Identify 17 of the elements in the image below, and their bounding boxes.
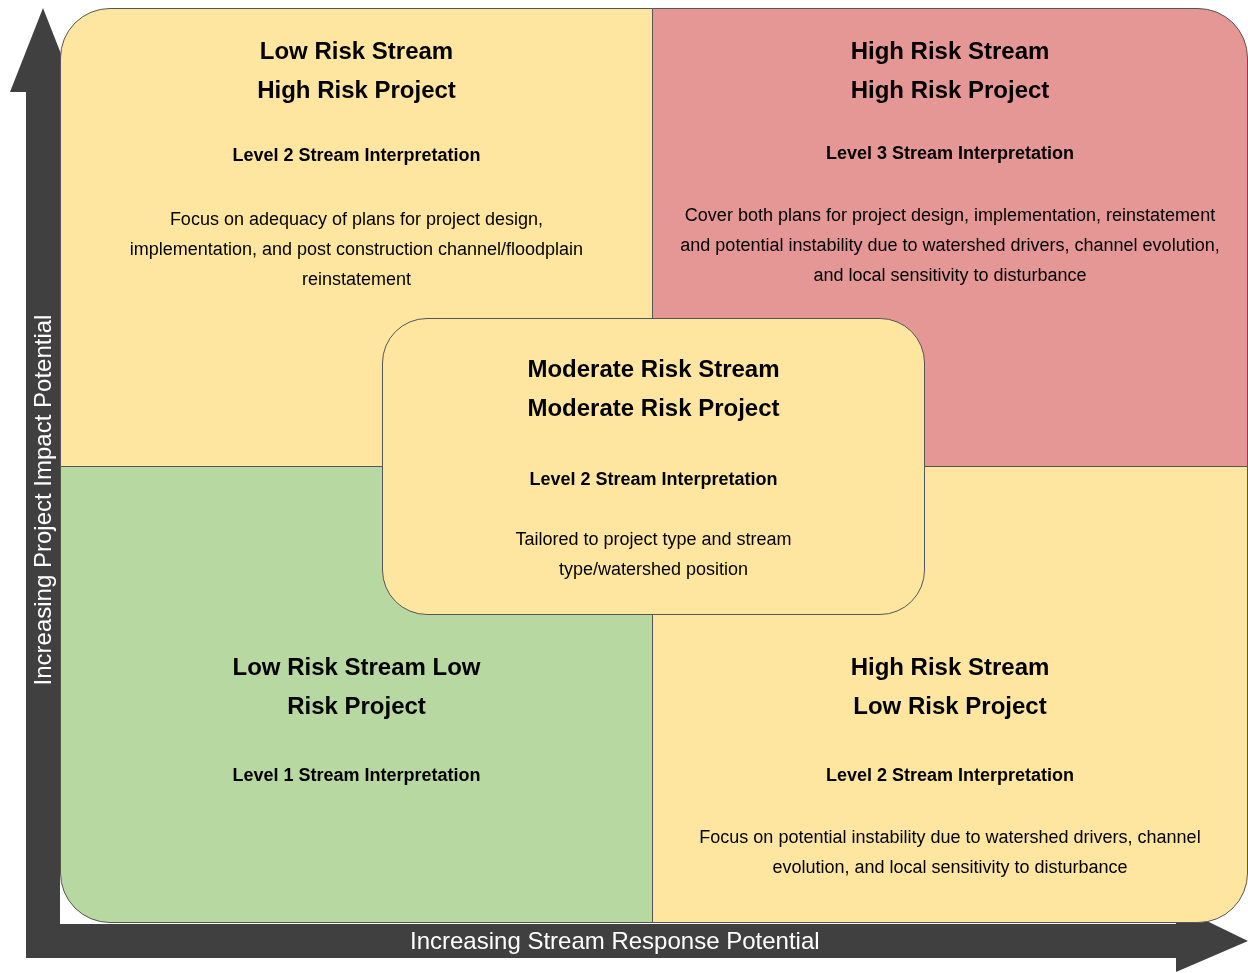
interpretation-level: Level 2 Stream Interpretation — [529, 469, 778, 490]
description: Focus on potential instability due to watershed drivers, channel evolution, and local sensitivity to disturbance — [698, 826, 1202, 879]
risk-heading: High Risk Stream Low Risk Project — [849, 652, 1051, 721]
description: Cover both plans for project design, implementation, reinstatement and potential instability due to watershed drivers, channel evolution, and local sensitivity to disturbance — [679, 204, 1221, 287]
risk-heading: Low Risk Stream Low Risk Project — [231, 652, 482, 721]
interpretation-level: Level 2 Stream Interpretation — [232, 145, 481, 166]
description: Focus on adequacy of plans for project design, implementation, and post construction channel/floodplain reinstatement — [128, 208, 585, 291]
risk-heading: High Risk Stream High Risk Project — [849, 36, 1051, 105]
interpretation-level: Level 3 Stream Interpretation — [825, 143, 1075, 164]
interpretation-level: Level 1 Stream Interpretation — [232, 765, 481, 786]
y-axis-label: Increasing Project Impact Potential — [28, 314, 57, 686]
x-axis-label: Increasing Stream Response Potential — [410, 927, 820, 955]
description: Tailored to project type and stream type/watershed position — [514, 528, 793, 581]
risk-heading: Low Risk Stream High Risk Project — [256, 36, 457, 105]
center-box — [382, 318, 925, 615]
interpretation-level: Level 2 Stream Interpretation — [825, 765, 1075, 786]
risk-heading: Moderate Risk Stream Moderate Risk Project — [526, 354, 781, 423]
